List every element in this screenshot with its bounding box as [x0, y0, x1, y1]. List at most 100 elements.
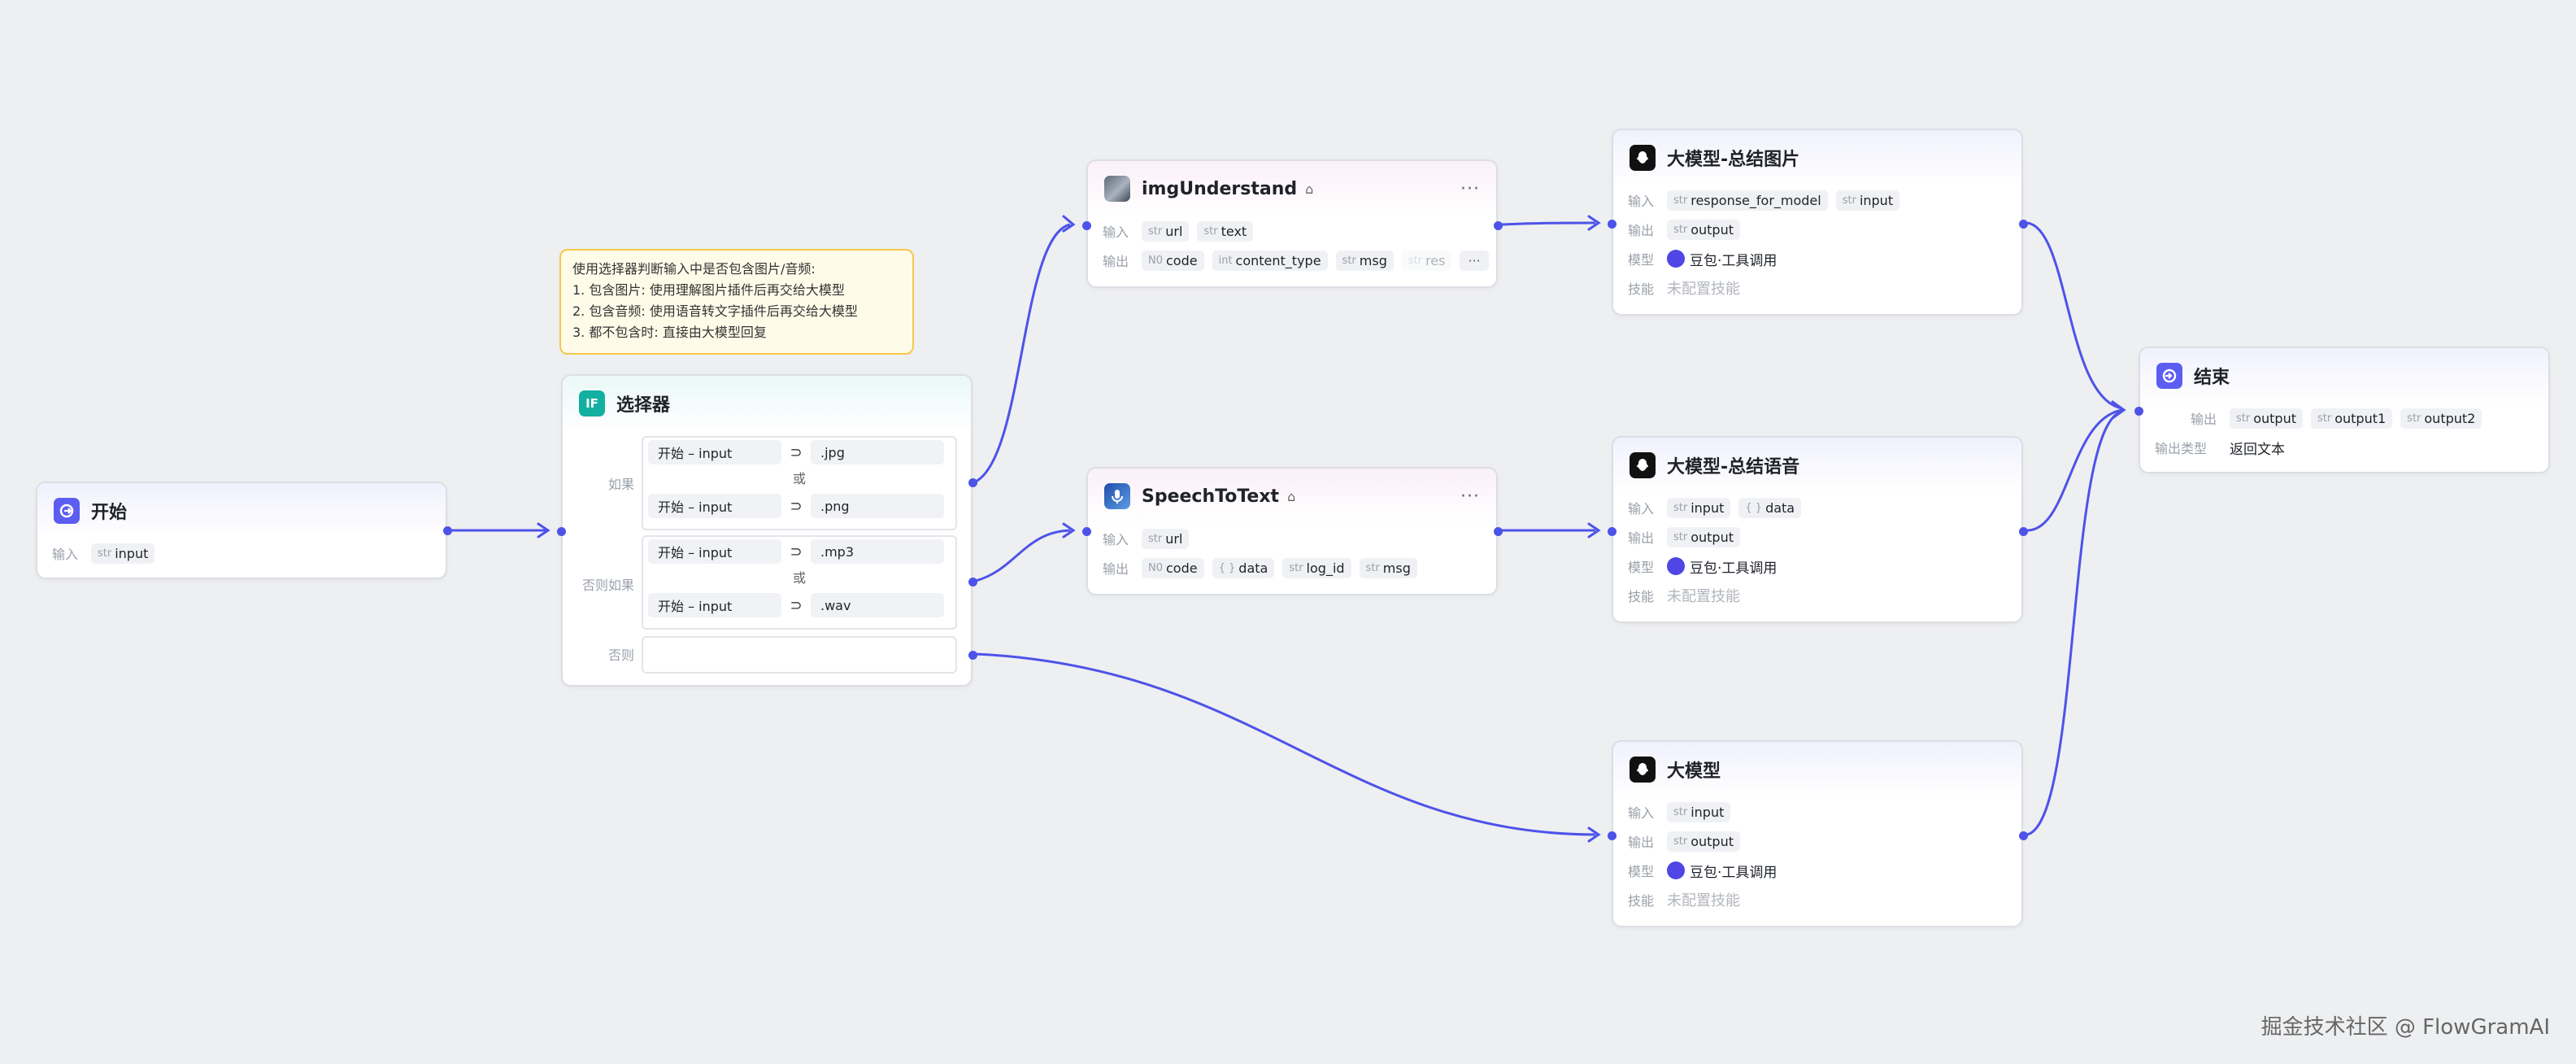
- row-label: 输入: [1103, 532, 1129, 547]
- node-title: 大模型-总结语音: [1667, 457, 1800, 477]
- input-port[interactable]: [1082, 221, 1091, 230]
- row-label: 模型: [1628, 864, 1655, 879]
- output-port[interactable]: [2019, 831, 2028, 840]
- condition-node[interactable]: IF 选择器 如果 开始 – input ⊃ .jpg 或 开始 – input…: [557, 374, 977, 687]
- condition-row[interactable]: 开始 – input ⊃ .png: [643, 491, 955, 521]
- condition-value[interactable]: .mp3: [811, 539, 944, 564]
- comment-note[interactable]: 使用选择器判断输入中是否包含图片/音频: 1. 包含图片: 使用理解图片插件后再…: [559, 249, 914, 355]
- contains-operator[interactable]: ⊃: [790, 497, 803, 515]
- elif-output-port[interactable]: [968, 578, 977, 587]
- type-label: str: [1673, 223, 1688, 236]
- param-name: content_type: [1235, 252, 1321, 268]
- node-header: imgUnderstand ⌂ ···: [1088, 161, 1496, 216]
- if-condition-group[interactable]: 开始 – input ⊃ .jpg 或 开始 – input ⊃ .png: [642, 436, 957, 530]
- if-output-port[interactable]: [968, 478, 977, 487]
- elif-condition-group[interactable]: 开始 – input ⊃ .mp3 或 开始 – input ⊃ .wav: [642, 535, 957, 630]
- param-name: output: [2253, 410, 2296, 426]
- edge-llm-audio-to-end: [2026, 408, 2123, 532]
- output-port[interactable]: [443, 526, 452, 535]
- type-label: { }: [1745, 501, 1763, 514]
- output-port[interactable]: [2019, 220, 2028, 229]
- node-title: 结束: [2194, 368, 2230, 388]
- node-title: imgUnderstand: [1142, 178, 1298, 199]
- row-label: 模型: [1628, 252, 1655, 268]
- more-options-icon[interactable]: ···: [1460, 178, 1480, 199]
- condition-variable[interactable]: 开始 – input: [648, 494, 781, 518]
- plugin-icon: ⌂: [1305, 181, 1314, 197]
- input-port[interactable]: [2134, 407, 2143, 416]
- condition-variable[interactable]: 开始 – input: [648, 440, 781, 464]
- watermark: 掘金技术社区 @ FlowGramAI: [2261, 1015, 2550, 1040]
- model-avatar-icon: [1667, 250, 1685, 268]
- else-output-port[interactable]: [968, 651, 977, 660]
- row-label: 技能: [1628, 589, 1655, 604]
- contains-operator[interactable]: ⊃: [790, 443, 803, 461]
- contains-operator[interactable]: ⊃: [790, 596, 803, 614]
- input-port[interactable]: [1082, 527, 1091, 536]
- contains-operator[interactable]: ⊃: [790, 543, 803, 560]
- type-label: str: [1673, 501, 1688, 514]
- param-name: response_for_model: [1690, 192, 1821, 208]
- condition-row[interactable]: 开始 – input ⊃ .wav: [643, 591, 955, 620]
- arrow-speech: [1062, 522, 1076, 539]
- param-name: msg: [1359, 252, 1387, 268]
- param-name: code: [1166, 252, 1198, 268]
- row-label: 输出: [1103, 561, 1129, 577]
- output-port[interactable]: [2019, 527, 2028, 536]
- param-name: output: [1690, 529, 1734, 545]
- type-label: str: [2317, 412, 2332, 425]
- condition-value[interactable]: .wav: [811, 593, 944, 617]
- condition-variable[interactable]: 开始 – input: [648, 593, 781, 617]
- row-label: 输出: [1103, 254, 1129, 269]
- arrow-llm-audio: [1587, 522, 1601, 539]
- condition-value[interactable]: .jpg: [811, 440, 944, 464]
- type-label: str: [2236, 412, 2251, 425]
- param-name: output2: [2424, 410, 2476, 426]
- condition-row[interactable]: 开始 – input ⊃ .jpg: [643, 438, 955, 467]
- input-port[interactable]: [1608, 527, 1617, 536]
- edge-llm-to-end: [2026, 410, 2123, 836]
- row-label: 输入: [1628, 501, 1655, 517]
- row-label: 输入: [1103, 225, 1129, 240]
- model-name: 豆包·工具调用: [1690, 864, 1778, 881]
- condition-variable[interactable]: 开始 – input: [648, 539, 781, 564]
- edge-llm-img-to-end: [2026, 221, 2123, 410]
- condition-value[interactable]: .png: [811, 494, 944, 518]
- input-port[interactable]: [1608, 831, 1617, 840]
- node-header: 大模型: [1613, 742, 2021, 797]
- input-port[interactable]: [557, 527, 566, 536]
- output-port[interactable]: [1494, 221, 1503, 230]
- more-outputs-button[interactable]: ···: [1460, 250, 1489, 271]
- row-label: 输入: [1628, 805, 1655, 821]
- else-condition-box[interactable]: [642, 636, 957, 674]
- output-port[interactable]: [1494, 527, 1503, 536]
- more-options-icon[interactable]: ···: [1460, 486, 1480, 507]
- elif-label: 否则如果: [581, 578, 634, 593]
- input-port[interactable]: [1608, 220, 1617, 229]
- if-icon: IF: [579, 390, 605, 416]
- condition-row[interactable]: 开始 – input ⊃ .mp3: [643, 537, 955, 566]
- param-name: log_id: [1306, 560, 1345, 576]
- edge-condition-if-to-img: [975, 223, 1071, 483]
